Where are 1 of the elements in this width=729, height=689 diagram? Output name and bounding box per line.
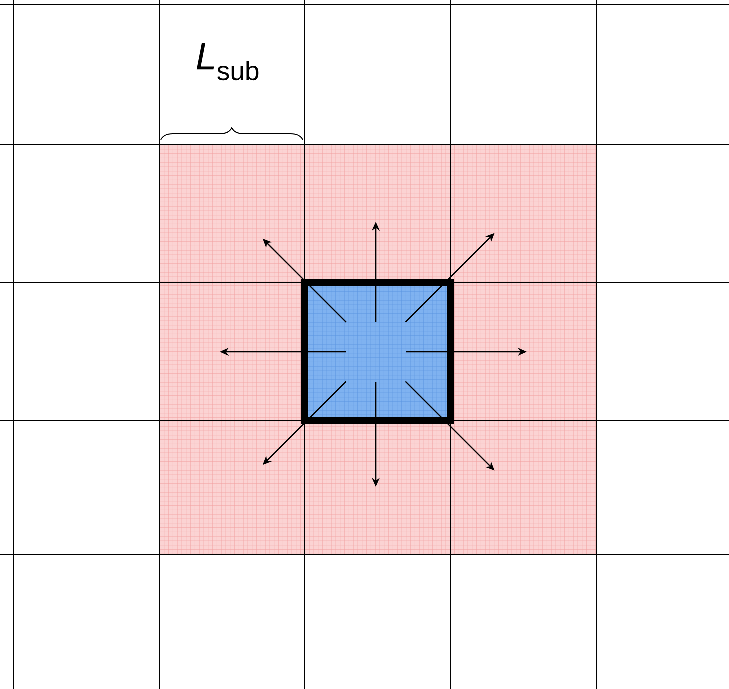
dimension-label: L$_{sub}$ — [196, 43, 259, 81]
